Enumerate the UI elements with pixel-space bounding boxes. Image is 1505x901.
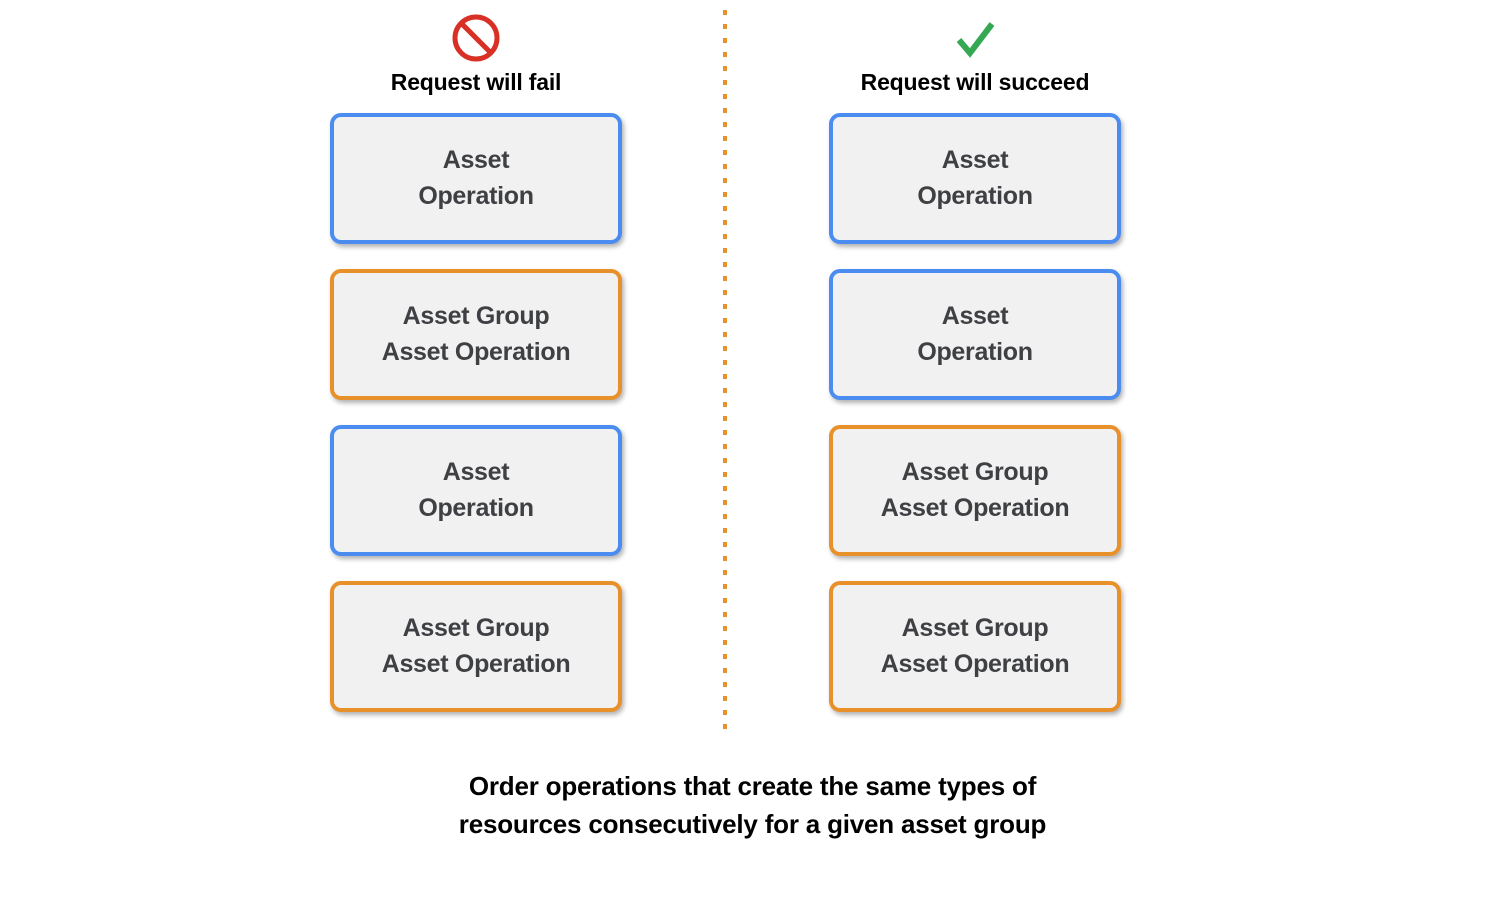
card-asset-group-asset-operation[interactable]: Asset Group Asset Operation (829, 581, 1121, 712)
card-asset-operation[interactable]: Asset Operation (330, 113, 622, 244)
card-label: Asset Operation (418, 146, 534, 210)
card-asset-operation[interactable]: Asset Operation (330, 425, 622, 556)
column-divider (723, 10, 727, 737)
card-label: Asset Group Asset Operation (880, 458, 1070, 522)
card-label: Asset Operation (418, 458, 534, 522)
card-asset-operation[interactable]: Asset Operation (829, 269, 1121, 400)
card-asset-group-asset-operation[interactable]: Asset Group Asset Operation (829, 425, 1121, 556)
card-label: Asset Group Asset Operation (381, 614, 571, 678)
card-asset-operation[interactable]: Asset Operation (829, 113, 1121, 244)
card-stack-fail: Asset Operation Asset Group Asset Operat… (330, 113, 622, 737)
column-header-label-succeed: Request will succeed (860, 69, 1090, 95)
checkmark-icon (956, 22, 995, 58)
card-label: Asset Group Asset Operation (880, 614, 1070, 678)
column-header-succeed: Request will succeed (769, 12, 1181, 95)
diagram-caption: Order operations that create the same ty… (458, 771, 1047, 839)
card-label: Asset Operation (917, 302, 1033, 366)
card-label: Asset Group Asset Operation (381, 302, 571, 366)
card-asset-group-asset-operation[interactable]: Asset Group Asset Operation (330, 269, 622, 400)
card-label: Asset Operation (917, 146, 1033, 210)
prohibition-icon (452, 14, 500, 62)
column-header-label-fail: Request will fail (390, 69, 562, 95)
card-asset-group-asset-operation[interactable]: Asset Group Asset Operation (330, 581, 622, 712)
column-header-fail: Request will fail (270, 12, 682, 95)
card-stack-succeed: Asset Operation Asset Operation Asset Gr… (829, 113, 1121, 737)
